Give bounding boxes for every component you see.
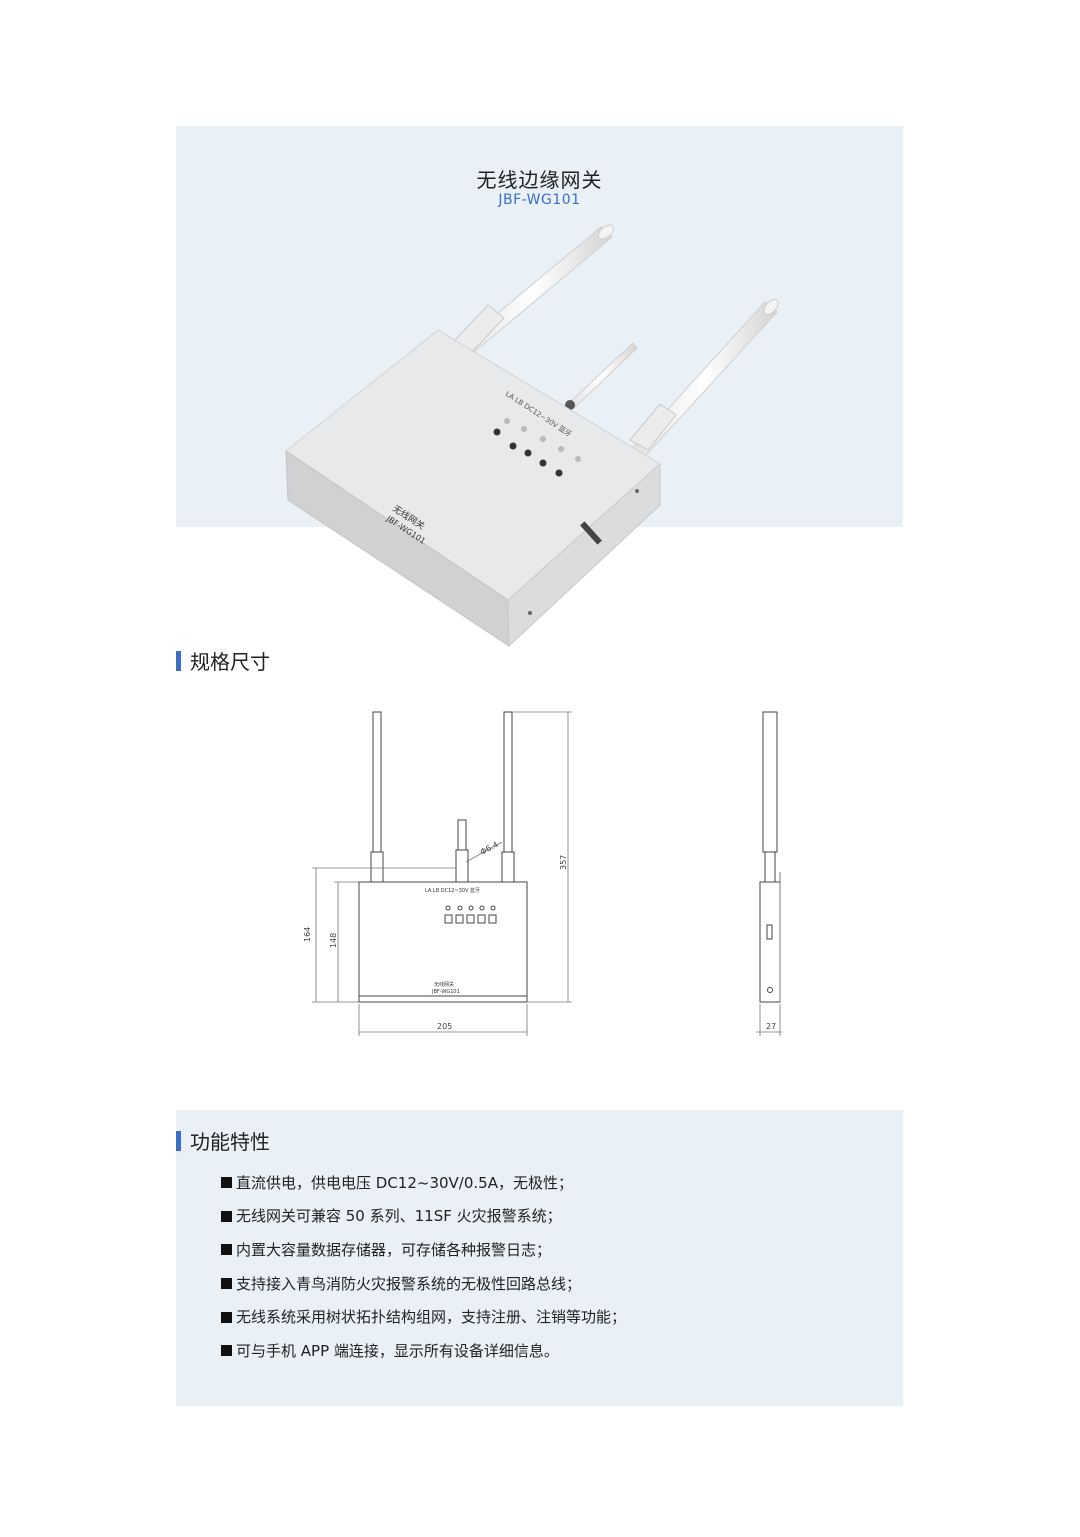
- spec-heading-text: 规格尺寸: [190, 650, 270, 674]
- feature-item: 无线系统采用树状拓扑结构组网，支持注册、注销等功能；: [221, 1300, 626, 1334]
- bullet-square-icon: [221, 1177, 232, 1189]
- dim-height-inner: 148: [329, 933, 338, 948]
- dim-antenna-diameter: Φ6.4: [479, 840, 500, 857]
- dimension-drawing-front: [312, 711, 572, 1036]
- bullet-square-icon: [221, 1210, 232, 1222]
- dim-total-height: 357: [559, 855, 568, 870]
- product-model: JBF-WG101: [498, 192, 581, 208]
- drawing-label-line2: JBF-WG101: [431, 989, 460, 995]
- product-title: 无线边缘网关: [476, 168, 603, 192]
- feature-item: 支持接入青鸟消防火灾报警系统的无极性回路总线；: [221, 1267, 626, 1301]
- dim-height-outer: 164: [303, 927, 312, 942]
- drawing-panel-header: LA LB DC12~30V 蓝牙: [425, 887, 480, 894]
- feature-item: 直流供电，供电电压 DC12~30V/0.5A，无极性；: [221, 1166, 626, 1200]
- features-heading: 功能特性: [176, 1126, 270, 1155]
- feature-item: 内置大容量数据存储器，可存储各种报警日志；: [221, 1233, 626, 1267]
- drawing-label-line1: 无线网关: [434, 981, 454, 988]
- dim-depth: 27: [766, 1022, 776, 1031]
- feature-list: 直流供电，供电电压 DC12~30V/0.5A，无极性； 无线网关可兼容 50 …: [221, 1166, 626, 1368]
- dim-width: 205: [437, 1022, 452, 1031]
- spec-heading: 规格尺寸: [176, 646, 270, 675]
- bullet-square-icon: [221, 1311, 232, 1323]
- features-panel: [176, 1110, 903, 1406]
- feature-item: 可与手机 APP 端连接，显示所有设备详细信息。: [221, 1334, 626, 1368]
- feature-item: 无线网关可兼容 50 系列、11SF 火灾报警系统；: [221, 1200, 626, 1234]
- dimension-drawing-side: [756, 711, 782, 1036]
- bullet-square-icon: [221, 1244, 232, 1256]
- bullet-square-icon: [221, 1345, 232, 1357]
- features-heading-text: 功能特性: [190, 1130, 270, 1154]
- heading-accent-bar: [176, 650, 181, 671]
- heading-accent-bar: [176, 1130, 181, 1151]
- bullet-square-icon: [221, 1278, 232, 1290]
